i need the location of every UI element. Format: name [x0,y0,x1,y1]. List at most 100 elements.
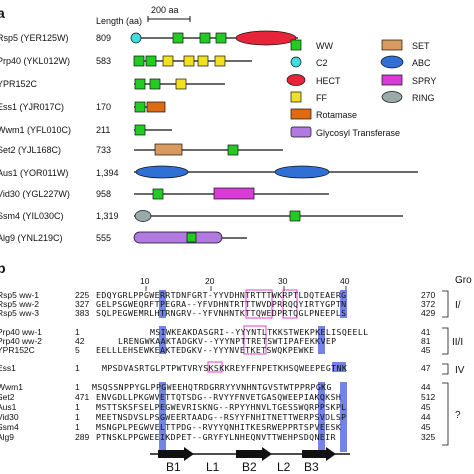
group-header: Gro [455,275,472,286]
legend-abc-swatch [380,55,404,69]
group-bracket [442,382,449,446]
protein-name: Prp40 (YKL012W) [0,56,70,66]
legend-c2-swatch [290,56,302,68]
conserved-p-column [340,382,347,452]
loop-l2-label: L2 [277,460,291,474]
strand-b3-label: B3 [304,460,319,474]
strand-b1-label: B1 [166,460,181,474]
ww-domain [227,144,239,156]
legend-ring-label: RING [412,93,435,103]
ff-domain [162,55,174,67]
ff-domain [197,55,209,67]
seq-end: 372 [421,299,435,309]
seq-name: Wwm1 [0,382,23,392]
seq-start: 42 [75,336,85,346]
alignment-block-group-unknown: Wwm1 1 MSQSSNPPYGLPPGWEEHQTRDGRRYYVNHNTG… [0,382,461,446]
rotamase-domain [146,101,166,113]
seq-start: 1 [75,402,80,412]
protein-name: Alg9 (YNL219C) [0,233,63,243]
legend-ww-swatch [290,39,302,51]
legend-hect-label: HECT [316,76,341,86]
protein-name: Vid30 (YGL227W) [0,189,70,199]
seq-end: 325 [421,432,435,442]
protein-length: 1,319 [96,211,119,221]
group-bracket [442,290,449,318]
seq-start: 5 [75,345,80,355]
protein-row-aus1: Aus1 (YOR011W) 1,394 [0,165,418,179]
seq-end: 45 [421,345,431,355]
glycosyl-transferase-domain [133,231,223,244]
group-bracket [442,327,449,355]
legend-spry-swatch [381,74,403,86]
group-label: I/ [455,300,461,311]
ruler-label-40: 40 [340,276,350,286]
protein-name: Ssm4 (YIL030C) [0,211,64,221]
seq-residues: PTNSKLPPGWEEIKDPET--GRYFYLNHEQNVTTWEHPSD… [96,432,336,442]
conserved-w-column [318,326,325,354]
group-label: II/I [452,337,463,348]
alignment-block-group-1: Rsp5 ww-1 225 EDQYGRLPPGWERRTDNFGRT-YYVD… [0,290,461,318]
seq-end: 41 [421,327,431,337]
protein-length: 170 [96,102,111,112]
ruler-label-10: 10 [140,276,150,286]
secondary-structure: B1 L1 B2 L2 B3 [150,447,350,474]
legend-glycosyl-transferase-swatch [290,126,312,138]
seq-start: 1 [75,363,80,373]
seq-name: Aus1 [0,402,17,412]
ww-domain [172,32,184,44]
legend-glycosyl-transferase-label: Glycosyl Transferase [316,128,400,138]
protein-name: Rsp5 (YER125W) [0,33,69,43]
seq-residues: MPSDVASRTGLPTPWTVRYSKSKKREYFFNPETKHSQWEE… [102,363,347,373]
loop-l1-label: L1 [206,460,220,474]
ww-domain [152,188,164,200]
panel-a-label: a [0,5,5,21]
position-ruler: 10 20 30 40 [140,276,350,291]
protein-name: Aus1 (YOR011W) [0,168,68,178]
spry-domain [213,187,255,200]
conserved-w-column [159,290,166,318]
panel-b-label: b [0,260,6,276]
legend-c2-label: C2 [316,58,328,68]
conserved-p-column [340,290,347,318]
ww-domain [134,78,146,90]
protein-length: 555 [96,233,111,243]
protein-row-ess1: Ess1 (YJR017C) 170 [0,101,166,113]
seq-start: 289 [75,432,89,442]
seq-start: 471 [75,392,89,402]
ww-domain [199,32,211,44]
strand-b2-arrow [236,447,272,461]
scale-bar: 200 aa [147,5,191,22]
seq-start: 1 [75,382,80,392]
seq-end: 270 [421,290,435,300]
seq-end: 45 [421,402,431,412]
ruler-label-20: 20 [205,276,215,286]
seq-start: 1 [75,422,80,432]
legend-rotamase-swatch [290,108,312,120]
c2-domain [130,32,142,44]
conserved-highlights [159,289,347,452]
seq-name: Alg9 [0,432,14,442]
legend-ww-label: WW [316,41,333,51]
protein-row-set2: Set2 (YJL168C) 733 [0,143,283,156]
seq-residues: GELPSGWEQRFTPEGRA--YFVDHNTRTTTWVDPRRQQYI… [96,299,346,309]
seq-name: Rsp5 ww-3 [0,308,39,318]
scale-bar-label: 200 aa [151,5,179,15]
protein-name: Wwm1 (YFL010C) [0,125,71,135]
motif-box [282,289,298,319]
ww-domain [134,124,146,136]
ruler-label-30: 30 [278,276,288,286]
ww-domain [186,232,197,243]
ww-domain [289,210,301,222]
ff-domain [175,78,187,90]
ff-domain [183,55,195,67]
protein-length: 583 [96,56,111,66]
protein-length: 809 [96,33,111,43]
seq-residues: EELLLEHSEWKEAKTEDGKV--YYYNVETKETSWQKPEWK… [96,345,315,355]
seq-residues: ENVGDLLPKGWVETTQTSDG--RVYYFNVETGASQWEEPI… [96,392,341,402]
protein-length: 211 [96,125,110,135]
seq-end: 44 [421,382,431,392]
seq-residues: MSQSSNPPYGLPPGWEEHQTRDGRRYYVNHNTGVSTWTPP… [92,382,332,392]
legend-rotamase-label: Rotamase [316,110,357,120]
legend-hect-swatch [286,74,306,86]
